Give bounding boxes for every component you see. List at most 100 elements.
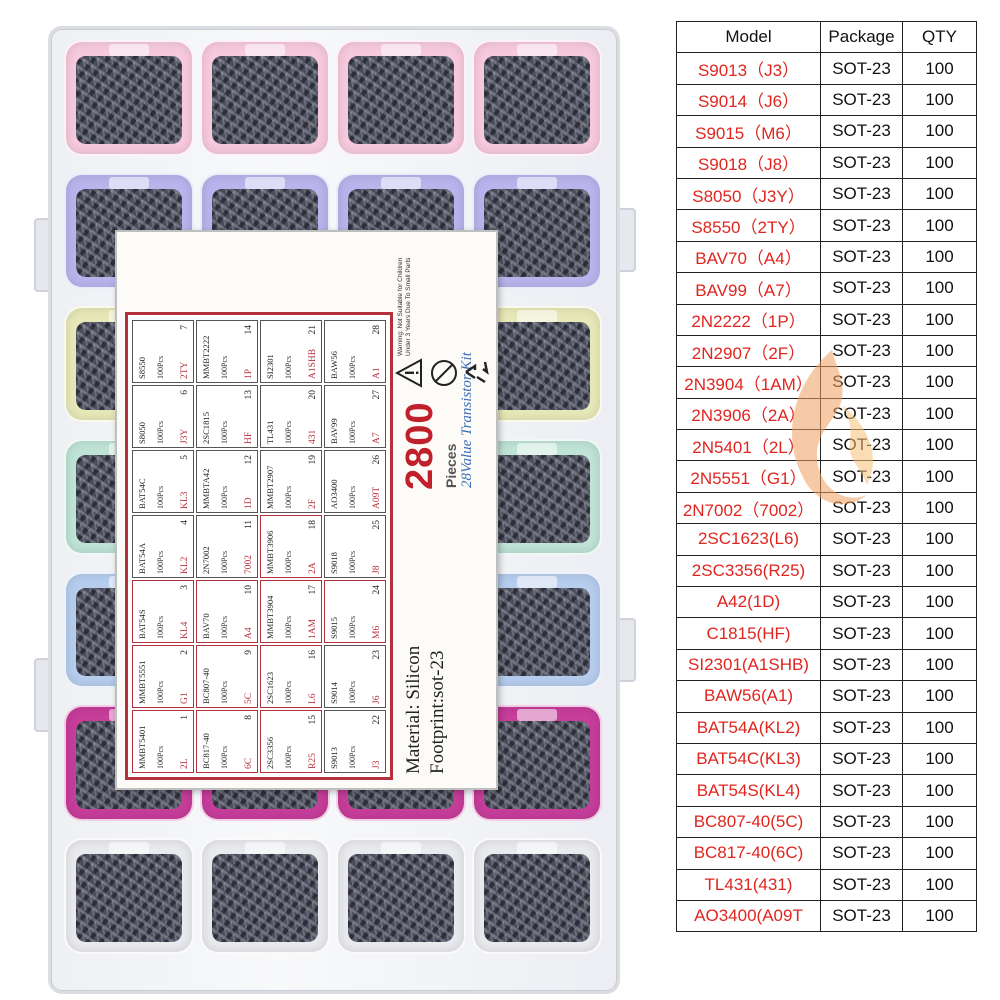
label-part-name: BAT54C: [137, 478, 147, 509]
no-children-icon: [431, 360, 457, 386]
label-slot-number: 4: [180, 520, 190, 525]
smd-components: [76, 854, 182, 942]
package-cell: SOT-23: [820, 429, 903, 462]
compartment-lid-tab: [108, 842, 150, 854]
model-cell: BAT54C(KL3): [676, 742, 821, 776]
model-cell: C1815(HF): [676, 617, 821, 650]
qty-cell: 100: [902, 868, 977, 901]
warning-text: Warning: Not Suitable for Children Under…: [397, 257, 412, 356]
label-part-marking: A09T: [372, 486, 382, 509]
label-slot-number: 16: [308, 650, 318, 660]
package-cell: SOT-23: [820, 711, 903, 744]
package-cell: SOT-23: [820, 586, 903, 619]
smd-components: [76, 56, 182, 144]
model-cell: BC817-40(6C): [676, 837, 821, 870]
label-part-qty: 100Pcs: [284, 680, 293, 704]
header-model: Model: [676, 20, 821, 54]
label-part-name: BAT54A: [137, 542, 147, 574]
label-part-name: 2SC1623: [265, 672, 275, 704]
compartment-lid-tab: [380, 842, 422, 854]
label-part-name: MMBT2907: [265, 465, 275, 509]
compartment-lid-tab: [516, 576, 558, 588]
label-part-marking: 2A: [308, 562, 318, 574]
smd-components: [348, 56, 454, 144]
label-part-qty: 100Pcs: [284, 355, 293, 379]
package-cell: SOT-23: [820, 146, 903, 179]
label-part-marking: KL3: [180, 491, 190, 509]
package-cell: SOT-23: [820, 680, 903, 713]
compartment-lid-tab: [516, 44, 558, 56]
model-cell: 2N7002（7002）: [676, 491, 821, 525]
label-part-marking: KL4: [180, 621, 190, 639]
label-part-name: S9013: [329, 747, 339, 769]
label-slot-number: 22: [372, 715, 382, 725]
label-part-marking: HF: [244, 431, 254, 444]
label-part-qty: 100Pcs: [284, 550, 293, 574]
package-cell: SOT-23: [820, 209, 903, 242]
label-part-marking: A1SHB: [308, 348, 318, 379]
qty-cell: 100: [902, 303, 977, 336]
package-cell: SOT-23: [820, 303, 903, 336]
label-part-qty: 100Pcs: [348, 485, 357, 509]
model-cell: 2SC3356(R25): [676, 554, 821, 588]
model-cell: 2N2907（2F）: [676, 334, 821, 368]
label-part-qty: 100Pcs: [156, 355, 165, 379]
smd-components: [484, 455, 590, 543]
model-cell: BAV70（A4）: [676, 240, 821, 274]
compartment-lid-tab: [244, 842, 286, 854]
model-cell: BAT54A(KL2): [676, 711, 821, 744]
label-part-name: AO3400: [329, 479, 339, 509]
qty-cell: 100: [902, 397, 977, 431]
label-slot-number: 9: [244, 650, 254, 655]
label-slot-number: 28: [372, 325, 382, 335]
model-cell: S8550（2TY）: [676, 209, 821, 242]
smd-components: [348, 854, 454, 942]
model-cell: TL431(431): [676, 868, 821, 901]
package-cell: SOT-23: [820, 334, 903, 368]
model-cell: SI2301(A1SHB): [676, 648, 821, 682]
label-part-qty: 100Pcs: [156, 745, 165, 769]
label-slot-number: 27: [372, 390, 382, 400]
qty-cell: 100: [902, 586, 977, 619]
label-part-qty: 100Pcs: [348, 420, 357, 444]
qty-cell: 100: [902, 334, 977, 368]
qty-cell: 100: [902, 272, 977, 305]
compartment-lid-tab: [516, 177, 558, 189]
label-part-name: 2SC1815: [201, 412, 211, 444]
label-part-marking: M6: [372, 625, 382, 639]
smd-components: [484, 854, 590, 942]
label-part-name: S9014: [329, 682, 339, 704]
smd-components: [212, 854, 318, 942]
package-cell: SOT-23: [820, 272, 903, 305]
label-part-name: BAV99: [329, 418, 339, 444]
qty-cell: 100: [902, 774, 977, 807]
label-slot-number: 2: [180, 650, 190, 655]
package-cell: SOT-23: [820, 837, 903, 870]
label-part-name: MMBTA42: [201, 468, 211, 509]
label-part-name: MMBT5551: [137, 660, 147, 704]
label-part-marking: 1P: [244, 368, 254, 379]
qty-cell: 100: [902, 209, 977, 242]
label-slot-number: 8: [244, 715, 254, 720]
model-cell: S9018（J8）: [676, 146, 821, 179]
footprint-text: Footprint:sot-23: [427, 650, 448, 774]
label-slot-number: 18: [308, 520, 318, 530]
